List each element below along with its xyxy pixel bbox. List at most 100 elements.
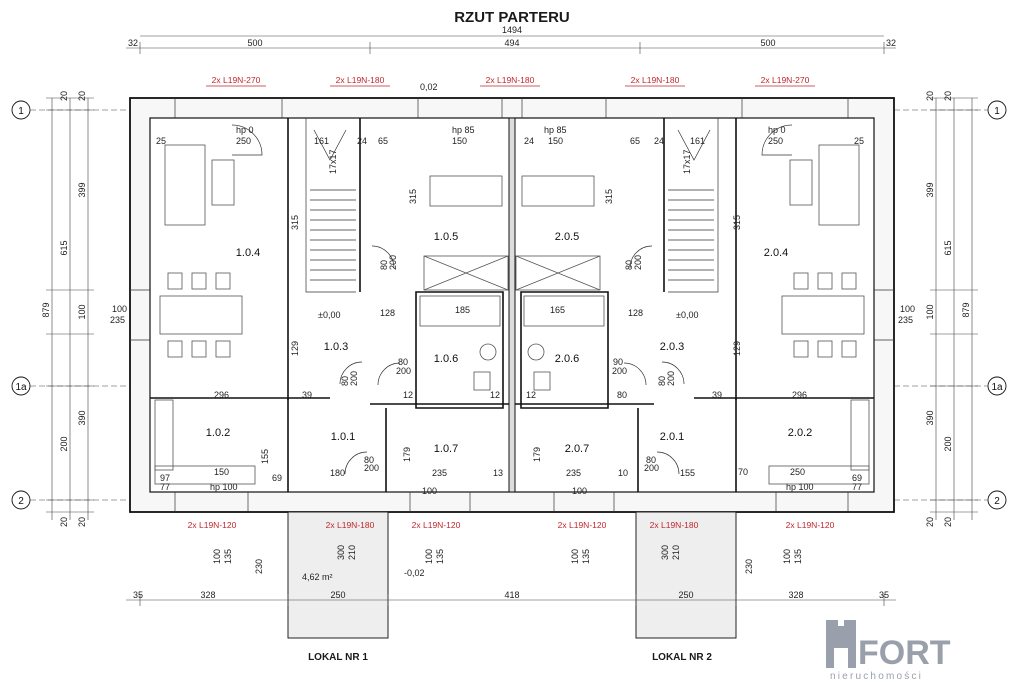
dimension-label: 100 [424, 549, 434, 564]
dimension-label: 161 [690, 136, 705, 146]
right-dimensions: 20 399 100 390 20 20 615 200 20 879 [925, 91, 978, 527]
dimension-label: 200 [666, 371, 676, 386]
dimension-label: 80 [617, 390, 627, 400]
room-1-0-6: 1.0.6 [434, 353, 458, 365]
tower-icon [826, 620, 856, 668]
entrance-right [635, 511, 737, 639]
axis-right-1: 1 [994, 106, 1000, 117]
bottom-dim-4: 250 [678, 590, 693, 600]
dimension-label: 235 [110, 315, 125, 325]
dimension-label: 77 [852, 482, 862, 492]
bottom-dim-2: 250 [330, 590, 345, 600]
bottom-dim-0: 35 [133, 590, 143, 600]
dimension-label: 235 [432, 468, 447, 478]
room-2-0-2: 2.0.2 [788, 427, 812, 439]
dimension-label: 155 [260, 449, 270, 464]
dimension-label: 80 [646, 455, 656, 465]
left-dim-20d: 20 [77, 517, 87, 527]
left-dim-20c: 20 [77, 91, 87, 101]
dimension-label: 12 [403, 390, 413, 400]
level-floor-right: ±0,00 [676, 310, 698, 320]
dimension-label: 128 [628, 308, 643, 318]
room-2-0-5: 2.0.5 [555, 231, 579, 243]
window-label-bottom-0: 2x L19N-120 [188, 520, 237, 530]
bottom-dim-6: 35 [879, 590, 889, 600]
right-dim-20c: 20 [943, 91, 953, 101]
dimension-label: 200 [388, 255, 398, 270]
dimension-label: 69 [272, 473, 282, 483]
dimension-label: 150 [452, 136, 467, 146]
dimension-label: 296 [792, 390, 807, 400]
dimension-label: 315 [732, 215, 742, 230]
window-label-bottom-3: 2x L19N-120 [558, 520, 607, 530]
logo-brand: FORT [858, 634, 951, 672]
window-label-bottom-5: 2x L19N-120 [786, 520, 835, 530]
axis-left-1a: 1a [15, 382, 27, 393]
dimension-label: 250 [790, 467, 805, 477]
right-dim-20b: 20 [925, 517, 935, 527]
dimension-label: 185 [455, 305, 470, 315]
dimension-label: 77 [160, 482, 170, 492]
dimension-label: 161 [314, 136, 329, 146]
window-label-top-4: 2x L19N-270 [761, 75, 810, 85]
left-dim-879: 879 [41, 302, 51, 317]
dimension-label: 315 [604, 189, 614, 204]
window-label-top-3: 2x L19N-180 [631, 75, 680, 85]
dimension-label: 179 [532, 447, 542, 462]
room-2-0-6: 2.0.6 [555, 353, 579, 365]
room-1-0-4: 1.0.4 [236, 247, 260, 259]
dimension-label: 300 [660, 545, 670, 560]
window-label-bottom-4: 2x L19N-180 [650, 520, 699, 530]
dimension-label: 250 [236, 136, 251, 146]
level-terrace: -0,02 [404, 568, 425, 578]
room-2-0-7: 2.0.7 [565, 443, 589, 455]
dimension-label: 17x17 [682, 149, 692, 174]
dimension-label: 65 [378, 136, 388, 146]
left-dim-390: 390 [77, 410, 87, 425]
top-dim-0: 32 [128, 38, 138, 48]
room-1-0-3: 1.0.3 [324, 341, 348, 353]
left-dim-20a: 20 [59, 91, 69, 101]
left-dim-100: 100 [77, 304, 87, 319]
room-1-0-1: 1.0.1 [331, 431, 355, 443]
right-dim-399: 399 [925, 182, 935, 197]
dimension-label: 80 [379, 260, 389, 270]
room-labels: 1.0.4 1.0.5 2.0.5 2.0.4 1.0.3 1.0.6 2.0.… [206, 231, 812, 455]
dimension-label: 210 [671, 545, 681, 560]
dimension-label: 80 [340, 376, 350, 386]
dimension-label: 100 [900, 304, 915, 314]
level-floor-left: ±0,00 [318, 310, 340, 320]
top-dim-1: 500 [247, 38, 262, 48]
furniture-right [515, 144, 870, 485]
dimension-label: 135 [793, 549, 803, 564]
fort-logo: FORT nieruchomości [826, 620, 951, 682]
dimension-label: 200 [349, 371, 359, 386]
left-dim-399: 399 [77, 182, 87, 197]
top-dim-2: 494 [504, 38, 519, 48]
dimension-label: 129 [290, 341, 300, 356]
dimension-label: 24 [654, 136, 664, 146]
dimension-label: 100 [570, 549, 580, 564]
entrance-left [287, 511, 389, 639]
dimension-label: 210 [347, 545, 357, 560]
dimension-label: 235 [566, 468, 581, 478]
window-label-top-2: 2x L19N-180 [486, 75, 535, 85]
dimension-label: 135 [581, 549, 591, 564]
dimension-label: 24 [524, 136, 534, 146]
dimension-label: 100 [572, 486, 587, 496]
total-width-dim: 1494 [502, 25, 522, 35]
room-1-0-5: 1.0.5 [434, 231, 458, 243]
dimension-label: 12 [526, 390, 536, 400]
left-dim-20b: 20 [59, 517, 69, 527]
dimension-label: 80 [657, 376, 667, 386]
dimension-label: 80 [398, 357, 408, 367]
bottom-dim-1: 328 [200, 590, 215, 600]
top-dim-4: 32 [886, 38, 896, 48]
dimension-label: 200 [633, 255, 643, 270]
dimension-label: 100 [212, 549, 222, 564]
dimension-label: 100 [422, 486, 437, 496]
dimension-label: 25 [156, 136, 166, 146]
dimension-label: 65 [630, 136, 640, 146]
interior-walls-left [150, 118, 509, 492]
